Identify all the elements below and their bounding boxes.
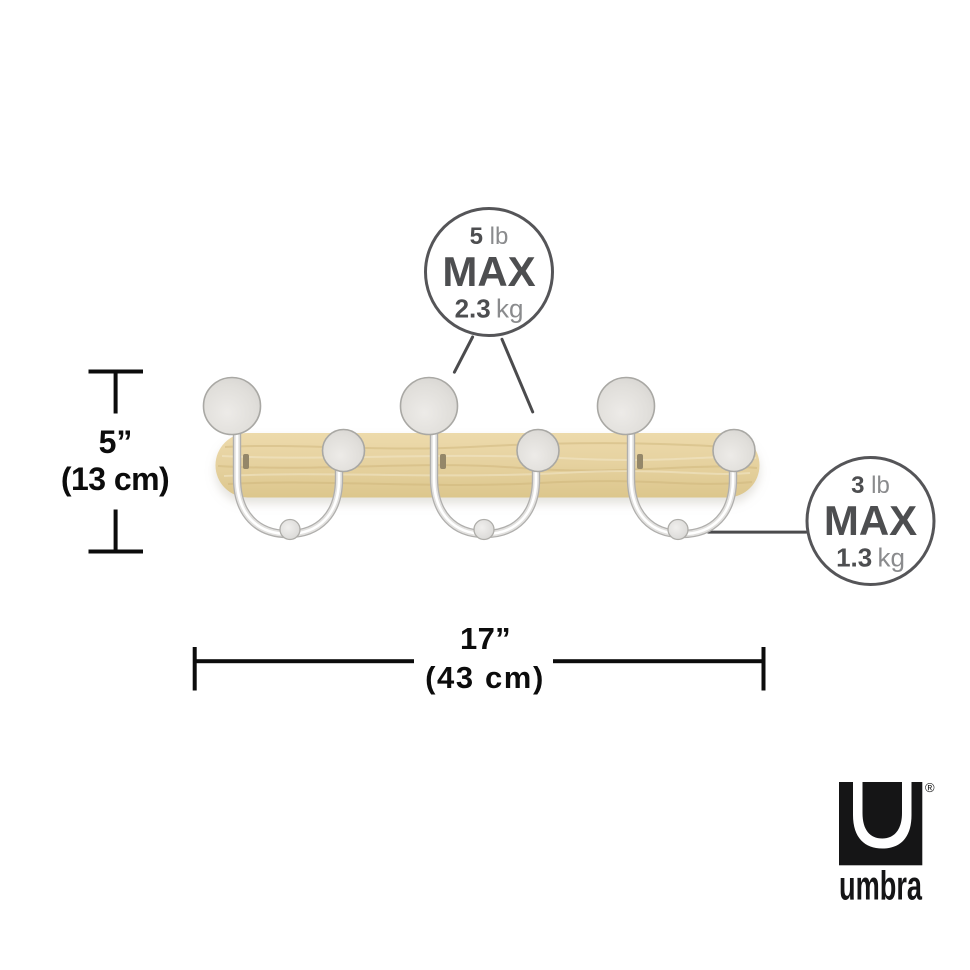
svg-text:3 lb: 3 lb bbox=[851, 472, 890, 499]
svg-text:(43 cm): (43 cm) bbox=[425, 660, 545, 695]
svg-text:1.3 kg: 1.3 kg bbox=[836, 543, 905, 573]
svg-text:5”: 5” bbox=[99, 424, 133, 460]
svg-text:umbra: umbra bbox=[839, 863, 923, 909]
svg-text:(13 cm): (13 cm) bbox=[61, 461, 169, 497]
svg-text:MAX: MAX bbox=[824, 497, 917, 544]
svg-text:®: ® bbox=[925, 780, 935, 795]
svg-text:MAX: MAX bbox=[442, 248, 535, 295]
svg-text:2.3 kg: 2.3 kg bbox=[455, 294, 524, 324]
svg-text:17”: 17” bbox=[460, 621, 511, 656]
svg-text:5 lb: 5 lb bbox=[470, 223, 509, 250]
